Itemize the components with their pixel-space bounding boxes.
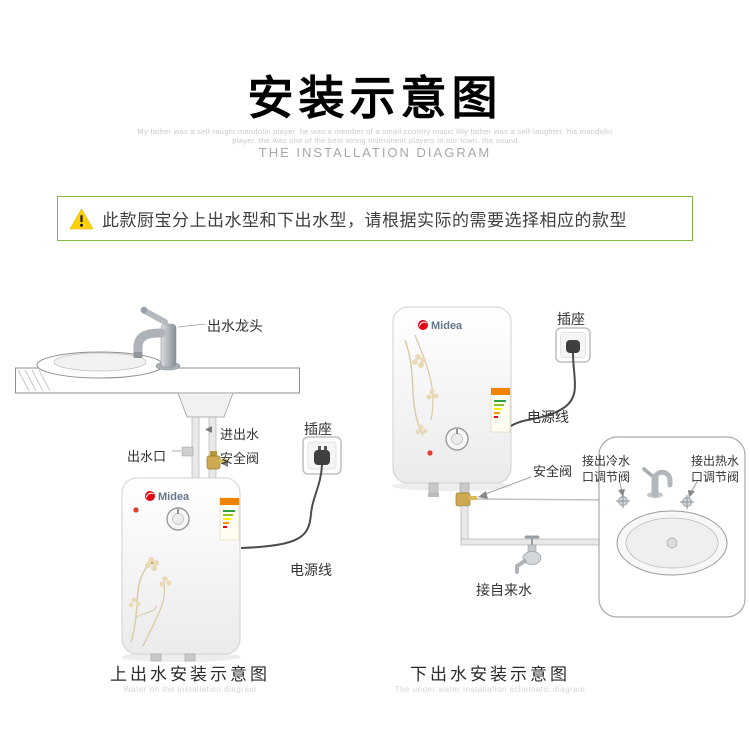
hot-valve-arrow [688, 490, 695, 498]
midea-logo: Midea [145, 491, 190, 503]
power-indicator [427, 450, 433, 456]
power-socket [302, 436, 342, 475]
kitchen-faucet [133, 306, 206, 371]
tap-water-valve [515, 535, 542, 574]
control-knob [445, 427, 469, 451]
notice-banner: 此款厨宝分上出水型和下出水型，请根据实际的需要选择相应的款型 [57, 196, 693, 241]
cold-valve-arrow [618, 489, 625, 497]
caption-left-en: Water on the installation diagram [123, 685, 257, 694]
water-heater: Midea [121, 477, 241, 662]
notice-text: 此款厨宝分上出水型和下出水型，请根据实际的需要选择相应的款型 [102, 211, 627, 230]
brand-wordmark: Midea [431, 320, 463, 332]
control-knob [166, 507, 190, 531]
power-socket [555, 327, 591, 363]
water-heater: Midea [392, 306, 512, 494]
cold-valve-leader [618, 479, 623, 492]
safety-valve-arrow [478, 491, 488, 499]
safety-valve-arrow [221, 460, 228, 467]
in-out-arrow [205, 426, 212, 433]
power-cord [510, 352, 576, 427]
basin-bowl [36, 351, 164, 379]
label-socket-right: 插座 [557, 311, 585, 327]
tagline: My father was a self-taught mandolin pla… [0, 127, 750, 145]
bottom-outlet-diagram: Midea [385, 295, 750, 675]
safety-valve [206, 451, 227, 470]
label-cold-valve: 接出冷水 口调节阀 [582, 454, 631, 484]
top-outlet-drawing: Midea [15, 306, 342, 662]
subtitle-en: THE INSTALLATION DIAGRAM [258, 145, 492, 160]
top-outlet-diagram: Midea [15, 300, 365, 670]
energy-label [219, 497, 240, 541]
warning-icon [69, 208, 94, 229]
midea-logo: Midea [418, 320, 463, 332]
caption-right-en: The under water installation schematic d… [394, 685, 586, 694]
power-indicator [133, 507, 139, 513]
sink-unit [598, 436, 746, 618]
label-safety-valve-left: 安全阀 [220, 451, 260, 466]
tagline-line2: player. the was one of the best string i… [232, 136, 518, 145]
floral-decoration [128, 557, 172, 647]
label-outlet: 出水口 [127, 449, 167, 464]
label-hot-valve: 接出热水 口调节阀 [691, 454, 740, 484]
brand-wordmark: Midea [158, 491, 190, 503]
label-faucet: 出水龙头 [207, 318, 263, 334]
sink-faucet [642, 467, 673, 498]
hot-water-valve [680, 495, 694, 509]
label-power-cord-left: 电源线 [290, 562, 332, 578]
label-socket-left: 插座 [304, 421, 332, 437]
floral-decoration [404, 334, 439, 436]
bottom-outlet-drawing: Midea [392, 306, 746, 618]
label-safety-valve-right: 安全阀 [533, 464, 573, 479]
energy-label [490, 387, 511, 433]
safety-valve-leader [482, 476, 532, 496]
page-title: 安装示意图 [247, 72, 503, 124]
caption-right: 下出水安装示意图 [410, 665, 570, 684]
power-cord [240, 464, 323, 549]
safety-valve [455, 492, 477, 507]
under-counter-pipes [172, 392, 234, 479]
label-power-cord-right: 电源线 [527, 409, 569, 425]
caption-left: 上出水安装示意图 [110, 665, 270, 684]
hot-valve-leader [690, 479, 699, 493]
label-tap-water: 接自来水 [476, 582, 532, 598]
label-in-out: 进出水 [220, 427, 260, 442]
tagline-line1: My father was a self-taught mandolin pla… [137, 127, 613, 136]
